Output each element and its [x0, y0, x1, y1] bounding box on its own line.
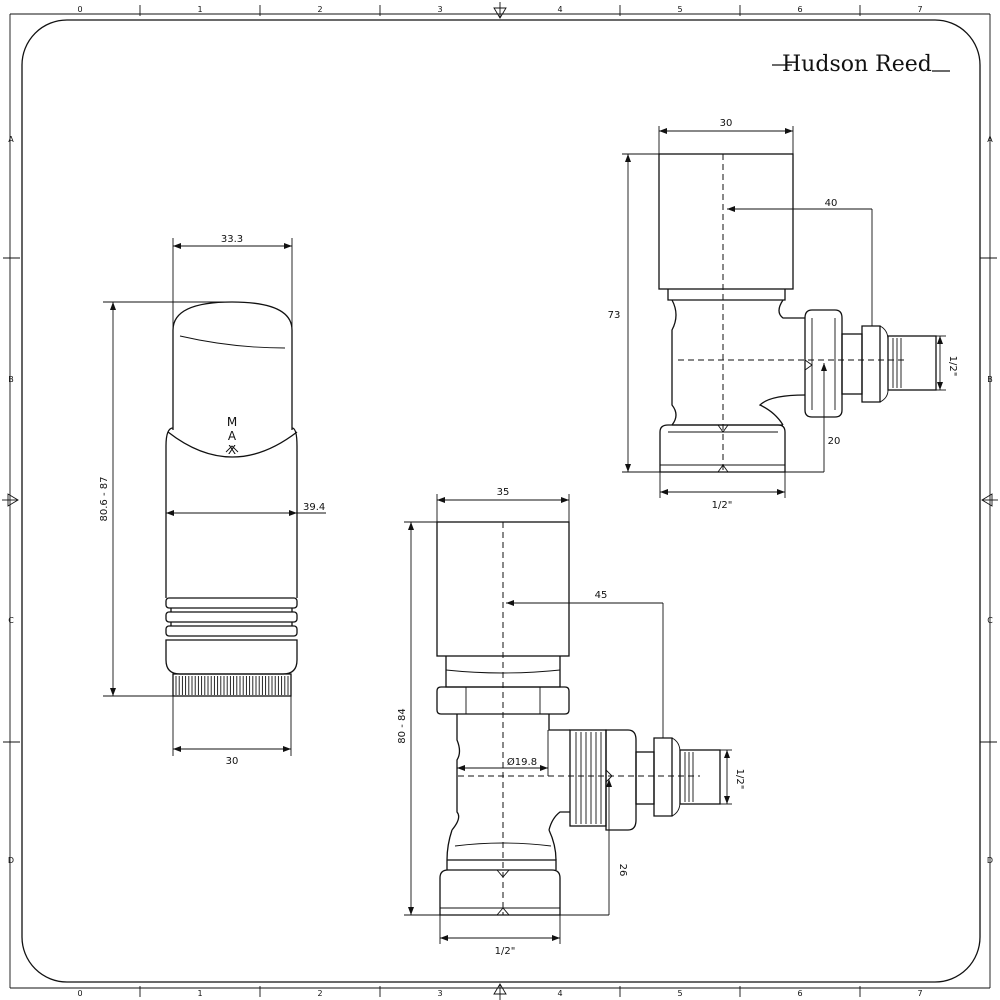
large-valve-view: 35 45 80 - 84 Ø19.8 1/2" 26 1/2" [397, 487, 745, 957]
dim-outlet-reach: 45 [595, 590, 608, 601]
max-marking-letter: X [228, 443, 236, 457]
outlet-thread [892, 338, 902, 388]
grid-col-label: 0 [77, 5, 82, 14]
dim-valve-height: 80 - 84 [397, 708, 408, 743]
grid-row-label: A [8, 135, 14, 144]
dim-outlet-reach: 40 [825, 198, 838, 209]
grid-col-label: 5 [677, 5, 682, 14]
dim-side-thread: 1/2" [734, 769, 745, 790]
grid-col-label: 0 [77, 989, 82, 998]
outlet-thread [684, 752, 694, 802]
grid-row-label: B [987, 375, 993, 384]
dim-head-height: 80.6 - 87 [99, 477, 110, 522]
grid-col-label: 4 [557, 5, 562, 14]
dim-head-top-width: 33.3 [221, 234, 243, 245]
dim-head-base-width: 30 [226, 756, 239, 767]
grid-row-label: D [8, 856, 14, 865]
dim-offset: 26 [617, 864, 628, 877]
grid-col-label: 4 [557, 989, 562, 998]
thermostatic-head-view: M A X 33.3 39.4 30 80.6 - 87 [99, 234, 326, 767]
union-thread [575, 732, 602, 824]
brand-logo: Hudson Reed [772, 52, 950, 77]
grid-col-label: 5 [677, 989, 682, 998]
grid-row-label: B [8, 375, 14, 384]
dim-cap-width: 30 [720, 118, 733, 129]
grid-row-label: C [8, 616, 14, 625]
dim-bottom-thread: 1/2" [495, 946, 516, 957]
dim-cap-width: 35 [497, 487, 510, 498]
grid-col-label: 2 [317, 989, 322, 998]
max-marking-letter: M [227, 415, 237, 429]
grid-col-label: 1 [197, 5, 202, 14]
angled-valve-view: 30 40 73 1/2" 20 1/2" [608, 118, 958, 511]
grid-col-label: 1 [197, 989, 202, 998]
dim-head-body-width: 39.4 [303, 502, 325, 513]
dim-side-thread: 1/2" [947, 356, 958, 377]
knurled-base [175, 676, 289, 695]
grid-col-label: 2 [317, 5, 322, 14]
dim-valve-height: 73 [608, 310, 621, 321]
grid-row-label: D [987, 856, 993, 865]
max-marking-letter: A [228, 429, 237, 443]
grid-col-label: 7 [917, 5, 922, 14]
grid-row-label: A [987, 135, 993, 144]
grid-col-label: 3 [437, 989, 442, 998]
dim-bottom-thread: 1/2" [712, 500, 733, 511]
dim-offset: 20 [828, 436, 841, 447]
grid-col-label: 6 [797, 989, 802, 998]
grid-row-label: C [987, 616, 993, 625]
grid-col-label: 6 [797, 5, 802, 14]
grid-col-label: 3 [437, 5, 442, 14]
dim-bore-diameter: Ø19.8 [507, 756, 537, 768]
brand-name: Hudson Reed [782, 52, 932, 77]
grid-col-label: 7 [917, 989, 922, 998]
